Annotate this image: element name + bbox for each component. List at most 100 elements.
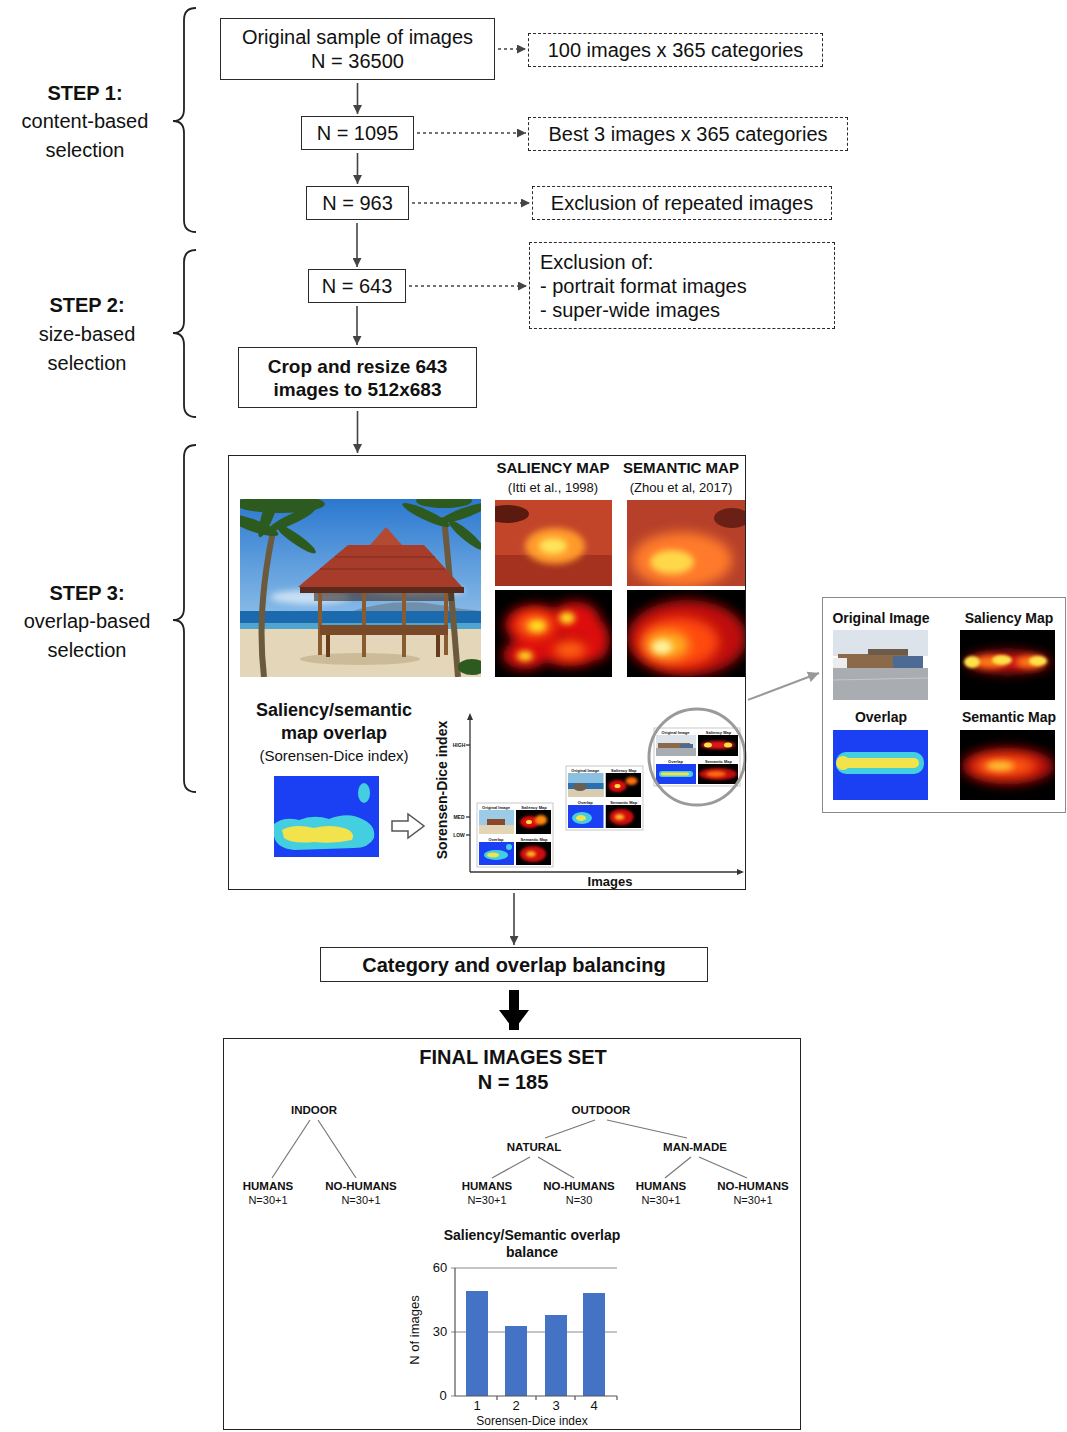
thumbnail xyxy=(479,810,514,834)
parking-photo xyxy=(833,678,928,680)
thumbnail xyxy=(615,814,625,820)
bar-chart-axis xyxy=(616,1396,617,1400)
overlap-map xyxy=(274,776,379,857)
beach-photo xyxy=(224,479,491,675)
thumbnail-label: Overlap xyxy=(578,799,593,804)
tree-label: NO-HUMANS xyxy=(717,1180,789,1194)
thumbnail xyxy=(698,735,738,756)
step-description: size-based selection xyxy=(12,320,162,378)
thumbnail xyxy=(626,777,638,785)
thumbnail xyxy=(479,842,514,865)
saliency-map xyxy=(1029,656,1047,666)
box-text: Best 3 images x 365 categories xyxy=(548,122,827,146)
semantic-map xyxy=(960,730,1055,800)
tree-line xyxy=(272,1120,310,1178)
bar-chart-grid xyxy=(451,1268,617,1396)
thumbnail-label: Semantic Map xyxy=(705,758,732,763)
note-box: 100 images x 365 categories xyxy=(528,33,823,67)
overlap-map xyxy=(358,783,370,803)
panel-text: N = 185 xyxy=(478,1070,549,1094)
thumbnail xyxy=(654,728,740,786)
panel-text: SEMANTIC MAP xyxy=(623,459,739,477)
step-title: STEP 3: xyxy=(49,581,124,605)
note-box: Exclusion of:- portrait format images- s… xyxy=(529,242,835,329)
bar-chart-axis xyxy=(535,1396,536,1400)
thumbnail xyxy=(484,850,508,860)
chart-axis xyxy=(466,718,741,872)
process-box: Original sample of images N = 36500 xyxy=(220,18,495,80)
beach-photo xyxy=(458,659,486,675)
panel-text: (Sorensen-Dice index) xyxy=(259,747,408,765)
thumbnail xyxy=(699,768,737,780)
semantic-map xyxy=(960,730,1055,800)
overlap-map xyxy=(274,776,379,857)
tree-label: OUTDOOR xyxy=(572,1104,631,1118)
process-box: N = 1095 xyxy=(301,116,414,150)
overlap-map xyxy=(833,730,928,800)
panel-text: (Zhou et al, 2017) xyxy=(630,480,733,496)
saliency-map xyxy=(517,651,533,661)
axis-arrow xyxy=(467,713,473,720)
thumbnail xyxy=(680,744,693,748)
thumbnail xyxy=(606,773,642,797)
tree-line xyxy=(318,1120,356,1178)
bar xyxy=(466,1291,488,1396)
chart-title: Saliency/Semantic overlap balance xyxy=(427,1227,637,1261)
panel-text: Saliency Map xyxy=(965,610,1054,627)
box-text: - super-wide images xyxy=(540,298,720,322)
beach-photo xyxy=(320,557,445,569)
beach-photo xyxy=(320,569,445,570)
thumbnail xyxy=(659,771,693,777)
thumbnail xyxy=(698,735,738,756)
saliency-map xyxy=(485,500,612,586)
saliency-map xyxy=(960,630,1055,700)
beach-photo xyxy=(240,499,481,677)
beach-photo xyxy=(262,527,274,677)
box-text: Exclusion of: xyxy=(540,250,653,274)
overlap-map xyxy=(833,730,928,800)
flow-arrow xyxy=(356,306,358,345)
flow-arrow xyxy=(357,411,359,453)
tree-label: MAN-MADE xyxy=(663,1141,727,1155)
parking-photo xyxy=(833,668,928,700)
beach-photo xyxy=(444,593,448,655)
semantic-map xyxy=(973,756,1037,776)
thumbnail-label: Semantic Map xyxy=(610,799,637,804)
bar-chart-axis xyxy=(574,1396,575,1400)
panel-text: Saliency/semantic map overlap xyxy=(244,699,424,745)
beach-photo xyxy=(370,527,402,545)
beach-photo xyxy=(335,557,435,558)
thumbnail xyxy=(654,728,740,786)
bar xyxy=(466,1291,605,1396)
thumbnail xyxy=(698,764,738,784)
tree-line xyxy=(545,1120,595,1138)
beach-photo xyxy=(235,495,325,513)
thumbnail xyxy=(606,805,642,828)
beach-photo xyxy=(318,593,322,655)
tree-line xyxy=(492,1157,530,1178)
thumbnail xyxy=(479,810,514,834)
saliency-map xyxy=(585,620,609,660)
beach-photo xyxy=(314,593,454,601)
thumbnail-label: Original Image xyxy=(482,804,510,809)
tree-line xyxy=(699,1157,747,1178)
axis-title: N of images xyxy=(407,1295,423,1364)
box-text: N = 1095 xyxy=(317,121,399,145)
note-box: Best 3 images x 365 categories xyxy=(528,117,848,151)
semantic-map xyxy=(632,532,732,588)
thumbnail xyxy=(516,810,551,834)
semantic-map xyxy=(962,748,1054,784)
tree-label: NATURAL xyxy=(507,1141,562,1155)
tick-label: MED xyxy=(453,814,464,820)
thumbnail xyxy=(568,805,604,828)
tree-label: HUMANS xyxy=(462,1180,512,1194)
thumbnail xyxy=(706,771,726,777)
chart-axis xyxy=(469,718,470,872)
count-label: N=30+1 xyxy=(341,1194,380,1207)
thumbnail xyxy=(568,805,604,828)
callout-box: Original ImageSaliency MapOverlapSemanti… xyxy=(822,597,1066,813)
beach-photo xyxy=(300,587,464,593)
tick-label: 1 xyxy=(473,1398,480,1414)
box-text: Category and overlap balancing xyxy=(362,953,665,977)
